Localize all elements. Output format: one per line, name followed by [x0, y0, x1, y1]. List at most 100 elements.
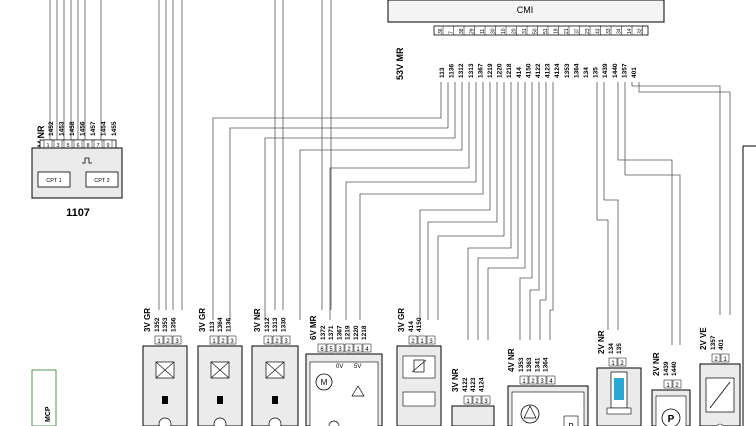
- ecu-wire-label: 1220: [497, 63, 504, 78]
- connector-pin: [272, 335, 282, 345]
- connector-pin-number: 3: [284, 339, 288, 345]
- connector-wire-label: 1372: [320, 325, 327, 340]
- mcp-box: [31, 369, 57, 426]
- ecu-label: CMI: [517, 5, 534, 15]
- connector-label: 2V NR: [597, 330, 606, 354]
- connector-pin: [617, 357, 627, 367]
- connector-wire-label: 1357: [710, 335, 717, 350]
- connector-pin: [326, 343, 336, 353]
- connector-c7: 4V NR13531363134113641234P: [507, 348, 589, 426]
- ecu-wire-label: 4124: [554, 63, 561, 78]
- voltage-5v: 5V: [354, 364, 361, 370]
- connector-wire-label: 1220: [353, 325, 360, 340]
- cpt-wire-label: 1457: [90, 121, 97, 136]
- connector-pin-number: 1: [212, 339, 216, 345]
- ecu-pin: 38: [459, 28, 465, 34]
- connector-label: 3V GR: [143, 308, 152, 332]
- connector-pin: [546, 375, 556, 385]
- connector-pin: [672, 379, 682, 389]
- connector-pin-number: 2: [166, 339, 170, 345]
- ecu-wire-label: 1367: [477, 63, 484, 78]
- ecu-wire-label: 1218: [506, 63, 513, 78]
- connector-pin-number: 2: [475, 399, 479, 405]
- connector-wire-label: 1367: [336, 325, 343, 340]
- ecu-pin: 43: [596, 28, 602, 34]
- svg-text:P: P: [668, 414, 675, 425]
- ecu-wire-label: 135: [593, 67, 600, 78]
- ecu-pin: 10: [501, 28, 507, 34]
- connector-pin: [463, 395, 473, 405]
- ecu-pin: 34: [617, 28, 623, 34]
- connector-wire-label: 1136: [225, 318, 232, 332]
- connector-pin: [408, 335, 418, 345]
- ecu-pin: 7: [449, 31, 455, 34]
- connector-pin-number: 2: [347, 347, 351, 353]
- ecu-wire-label: 1312: [458, 63, 465, 78]
- ecu-pin: 36: [438, 28, 444, 34]
- cpt-wire-label: 1454: [101, 121, 108, 136]
- ecu-pin: 29: [470, 28, 476, 34]
- connector-label: 3V NR: [451, 368, 460, 392]
- connector-label: 3V GR: [198, 308, 207, 332]
- connector-wire-label: 1439: [663, 361, 670, 376]
- connector-wire-label: 1364: [217, 317, 224, 332]
- ecu-pin: 11: [480, 29, 486, 34]
- ecu-wire-label: 4122: [535, 63, 542, 78]
- connector-pin: [537, 375, 547, 385]
- ecu-wire-label: 113: [439, 67, 446, 78]
- connector-pin-number: 3: [175, 339, 179, 345]
- connector-wire-label: 4124: [478, 377, 485, 392]
- cpt-pin-number: 7: [96, 143, 99, 149]
- ecu-wire-label: 1440: [612, 63, 619, 78]
- connector-pin-number: 2: [675, 383, 679, 389]
- connector-label: 2V NR: [652, 352, 661, 376]
- connector-wire-label: 4123: [470, 377, 477, 392]
- cpt-pin-number: 9: [106, 143, 109, 149]
- cpt-pin-number: 8: [86, 143, 89, 149]
- connector-wire-label: 135: [616, 343, 623, 354]
- ecu-wire-label: 1313: [468, 63, 475, 78]
- ecu-wire-label: 401: [631, 67, 638, 78]
- connector-pin: [263, 335, 273, 345]
- ecu-wire-label: 4123: [545, 63, 552, 78]
- connector-pin: [720, 353, 730, 363]
- ecu-pin: 32: [638, 28, 644, 34]
- connector-wire-label: 401: [718, 339, 725, 350]
- connector-wire-label: 1364: [543, 357, 550, 372]
- connector-pin-number: 2: [714, 357, 718, 363]
- ecu-pin: 23: [585, 28, 591, 34]
- voltage-0v: 0V: [336, 364, 343, 370]
- connector-label: 6V MR: [309, 315, 318, 340]
- ecu-pin: 37: [575, 28, 581, 34]
- connector-wire-label: 1353: [162, 317, 169, 332]
- ecu-pin: 21: [564, 28, 570, 34]
- connector-wire-label: 134: [608, 343, 615, 354]
- connector-pin-number: 3: [484, 399, 488, 405]
- cpt-pin-number: 1: [46, 143, 49, 149]
- ecu-pin: 51: [543, 28, 549, 34]
- ecu-wire-label: 1357: [621, 63, 628, 78]
- connector-pin-number: 1: [723, 357, 727, 363]
- ecu-wire-label: 1364: [573, 63, 580, 78]
- connector-pin-number: 4: [365, 347, 369, 353]
- cpt-wire-label: 1458: [69, 121, 76, 136]
- connector-wire-label: 113: [209, 321, 216, 332]
- connector-pin: [172, 335, 182, 345]
- connector-pin: [218, 335, 228, 345]
- connector-wire-label: 4122: [462, 377, 469, 392]
- cpt-pin-number: 5: [66, 143, 69, 149]
- connector-pin: [281, 335, 291, 345]
- cpt-sensor-1: CPT 1: [46, 178, 62, 184]
- svg-text:P: P: [568, 422, 573, 426]
- connector-label: 3V GR: [397, 308, 406, 332]
- connector-pin-number: 5: [329, 347, 333, 353]
- cpt-connector-label: 9V NR: [36, 125, 46, 152]
- connector-pin: [163, 335, 173, 345]
- connector-pin-number: 2: [275, 339, 279, 345]
- connector-pin: [608, 357, 618, 367]
- connector-pin-number: 1: [157, 339, 161, 345]
